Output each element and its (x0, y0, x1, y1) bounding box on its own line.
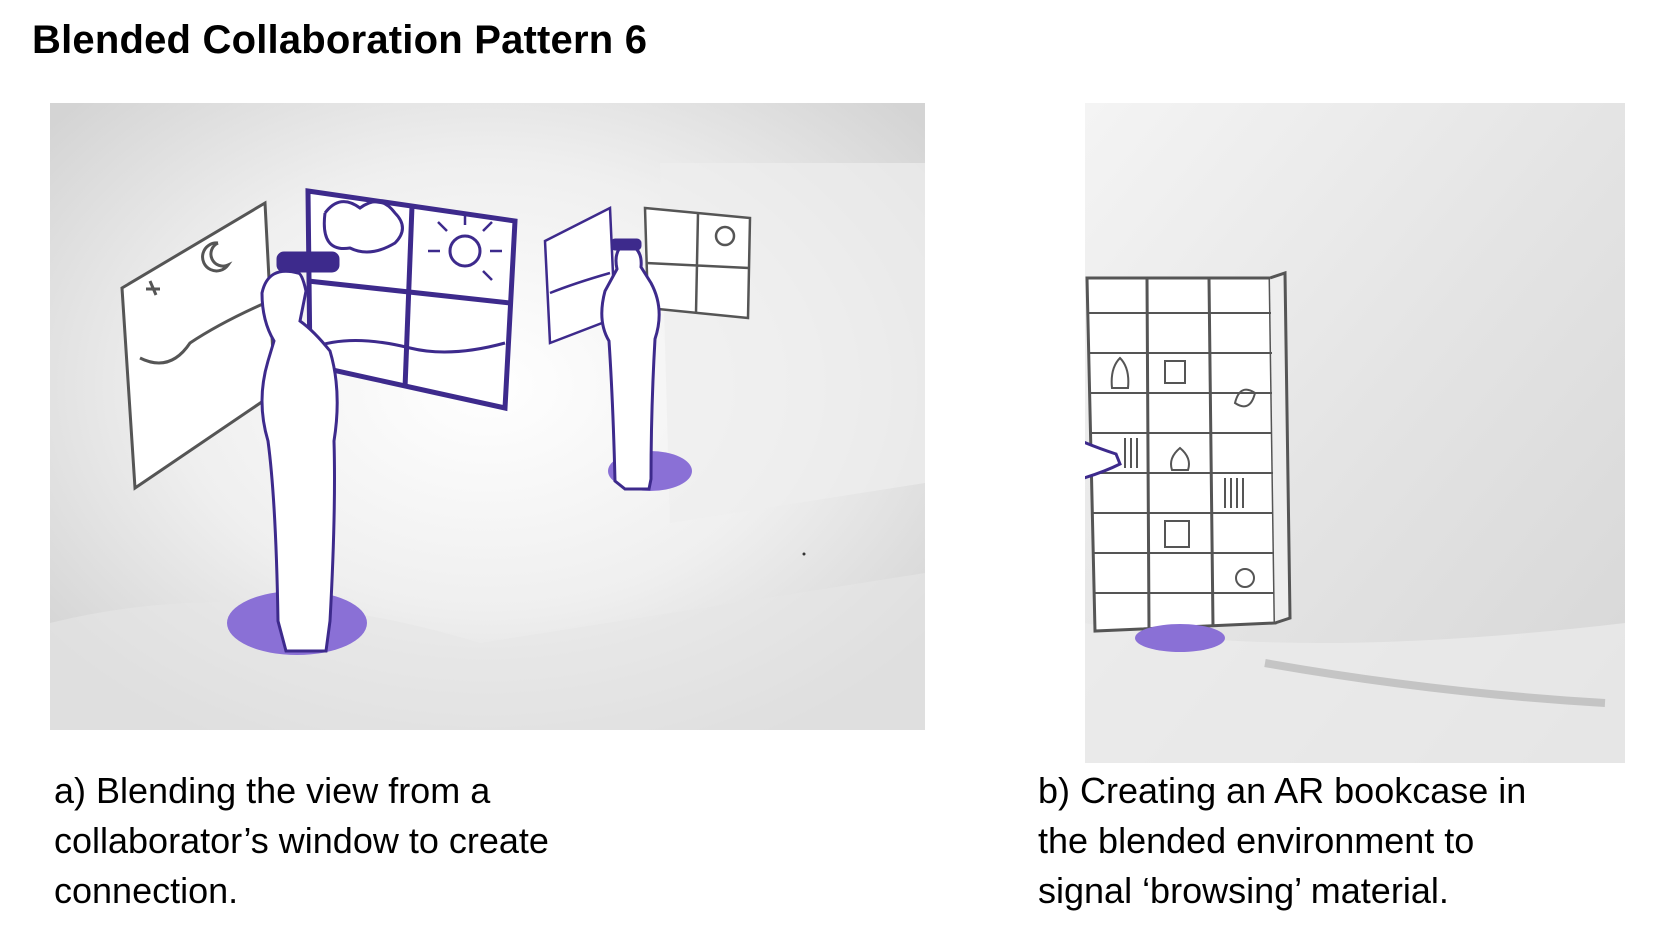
caption-b-line: the blended environment to (1038, 820, 1475, 861)
caption-b-line: b) Creating an AR bookcase in (1038, 770, 1527, 811)
caption-a-line: collaborator’s window to create (54, 820, 549, 861)
ar-bookcase (1085, 270, 1292, 633)
collaborator-window (305, 188, 518, 412)
illustration-b (1085, 103, 1625, 763)
illustration-a (50, 103, 925, 730)
caption-b-line: signal ‘browsing’ material. (1038, 870, 1449, 911)
person-with-headset-left (227, 251, 367, 655)
person-with-headset-right (600, 238, 692, 491)
caption-a: a) Blending the view from a collaborator… (54, 766, 814, 916)
remote-window (643, 206, 752, 320)
page-title: Blended Collaboration Pattern 6 (32, 18, 648, 62)
caption-a-line: connection. (54, 870, 239, 911)
window-blending-sketch (50, 103, 925, 730)
caption-b: b) Creating an AR bookcase in the blende… (1038, 766, 1648, 916)
person-with-headset (1085, 440, 1225, 652)
ar-bookcase-sketch (1085, 103, 1625, 763)
remote-night-panel (543, 206, 617, 345)
caption-a-line: a) Blending the view from a (54, 770, 491, 811)
